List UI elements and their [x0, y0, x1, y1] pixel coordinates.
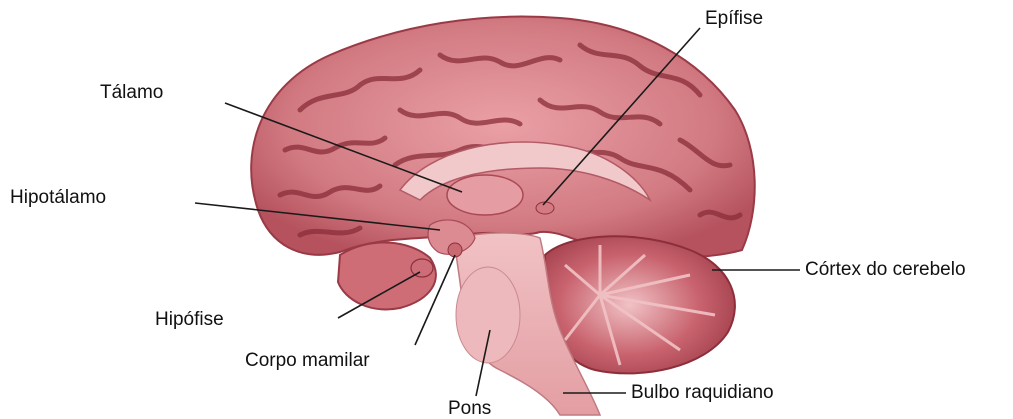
- pons-bulge: [456, 267, 520, 363]
- label-hipotalamo: Hipotálamo: [10, 188, 106, 207]
- label-pons: Pons: [448, 399, 491, 418]
- label-bulbo-raquidiano: Bulbo raquidiano: [631, 383, 774, 402]
- label-talamo: Tálamo: [100, 83, 163, 102]
- label-hipofise: Hipófise: [155, 310, 224, 329]
- thalamus: [447, 175, 523, 215]
- label-cortex-cerebelo: Córtex do cerebelo: [805, 260, 966, 279]
- label-epifise: Epífise: [705, 9, 763, 28]
- label-corpo-mamilar: Corpo mamilar: [245, 351, 370, 370]
- mammillary-body: [448, 243, 462, 257]
